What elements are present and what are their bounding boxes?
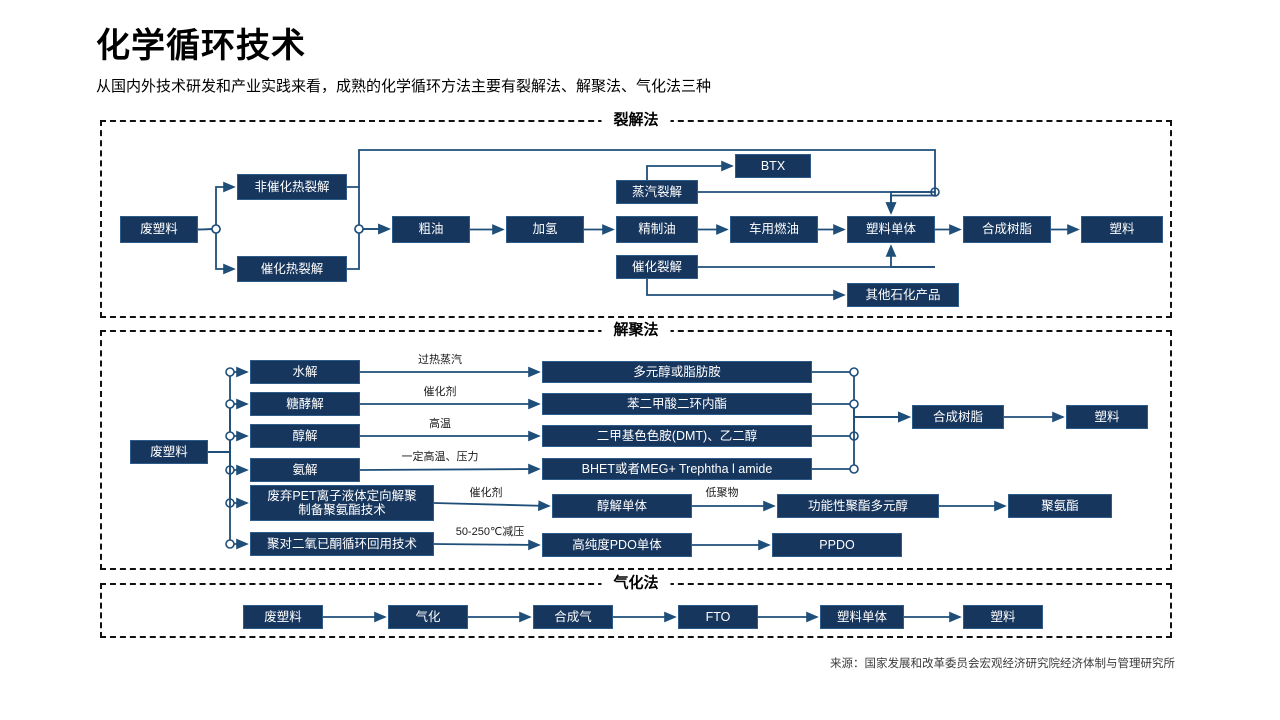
node-p_mono[interactable]: 塑料单体 [847,216,935,243]
node-p_plastic[interactable]: 塑料 [1081,216,1163,243]
node-d_hyd[interactable]: 水解 [250,360,360,384]
node-g_syngas[interactable]: 合成气 [533,605,613,629]
node-d_dmt[interactable]: 二甲基色色胺(DMT)、乙二醇 [542,425,812,447]
node-p_crude[interactable]: 粗油 [392,216,470,243]
node-d_resin[interactable]: 合成树脂 [912,405,1004,429]
node-d_ben[interactable]: 苯二甲酸二环内酯 [542,393,812,415]
node-d_waste[interactable]: 废塑料 [130,440,208,464]
section-title-depolymerization: 解聚法 [601,322,671,338]
node-d_mono[interactable]: 醇解单体 [552,494,692,518]
node-p_btx[interactable]: BTX [735,154,811,178]
node-d_bhet[interactable]: BHET或者MEG+ Trephtha l amide [542,458,812,480]
node-p_hydro[interactable]: 加氢 [506,216,584,243]
edge-label-depolymerization-1: 催化剂 [423,386,457,398]
edge-label-depolymerization-0: 过热蒸汽 [418,354,462,366]
node-g_waste[interactable]: 废塑料 [243,605,323,629]
node-p_steam[interactable]: 蒸汽裂解 [616,180,698,204]
node-d_pet[interactable]: 废弃PET离子液体定向解聚 制备聚氨酯技术 [250,485,434,521]
node-p_refined[interactable]: 精制油 [616,216,698,243]
node-d_amm[interactable]: 氨解 [250,458,360,482]
node-d_pdo[interactable]: 高纯度PDO单体 [542,533,692,557]
edge-label-depolymerization-3: 一定高温、压力 [401,451,479,463]
edge-label-depolymerization-6: 低聚物 [705,487,739,499]
source-note: 来源：国家发展和改革委员会宏观经济研究院经济体制与管理研究所 [830,658,1175,670]
edge-label-depolymerization-4: 催化剂 [469,487,503,499]
node-d_alc[interactable]: 醇解 [250,424,360,448]
node-d_gly[interactable]: 糖酵解 [250,392,360,416]
edge-label-depolymerization-2: 高温 [429,418,451,430]
node-g_gas[interactable]: 气化 [388,605,468,629]
node-d_pdo_tech[interactable]: 聚对二氧已酮循环回用技术 [250,532,434,556]
page-title: 化学循环技术 [96,27,306,65]
node-d_func[interactable]: 功能性聚酯多元醇 [777,494,939,518]
node-g_fto[interactable]: FTO [678,605,758,629]
section-title-gasification: 气化法 [601,575,671,591]
page-subtitle: 从国内外技术研发和产业实践来看，成熟的化学循环方法主要有裂解法、解聚法、气化法三… [96,78,712,95]
node-p_other[interactable]: 其他石化产品 [847,283,959,307]
node-p_cat[interactable]: 催化热裂解 [237,256,347,282]
node-p_fuel[interactable]: 车用燃油 [730,216,818,243]
node-g_plastic[interactable]: 塑料 [963,605,1043,629]
node-p_catcrack[interactable]: 催化裂解 [616,255,698,279]
edge-label-depolymerization-5: 50-250℃减压 [455,526,525,538]
node-p_resin[interactable]: 合成树脂 [963,216,1051,243]
node-d_plastic[interactable]: 塑料 [1066,405,1148,429]
node-d_pu[interactable]: 聚氨酯 [1008,494,1112,518]
node-g_mono[interactable]: 塑料单体 [820,605,904,629]
node-d_poly[interactable]: 多元醇或脂肪胺 [542,361,812,383]
node-p_waste[interactable]: 废塑料 [120,216,198,243]
section-title-pyrolysis: 裂解法 [601,112,671,128]
node-p_noncat[interactable]: 非催化热裂解 [237,174,347,200]
node-d_ppdo[interactable]: PPDO [772,533,902,557]
